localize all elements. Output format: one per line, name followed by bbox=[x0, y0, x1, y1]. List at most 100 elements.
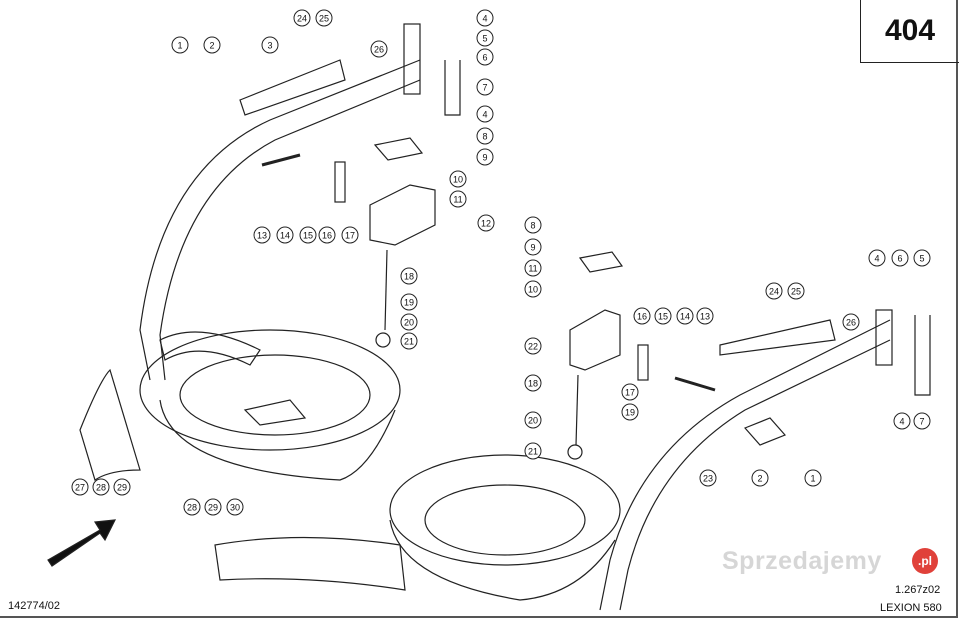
left-cover-30 bbox=[214, 536, 406, 591]
callout-circle bbox=[765, 282, 783, 300]
right-lever-13 bbox=[674, 376, 716, 392]
callout-circle bbox=[400, 313, 418, 331]
callout-number: 4 bbox=[482, 14, 487, 24]
callout-number: 24 bbox=[297, 14, 307, 24]
callout-number: 11 bbox=[528, 264, 537, 274]
left-frame-tube-inner bbox=[159, 79, 421, 381]
model-label: LEXION 580 bbox=[880, 602, 942, 614]
callout-number: 9 bbox=[482, 153, 487, 163]
callout-number: 19 bbox=[404, 298, 414, 308]
callout-number: 11 bbox=[453, 195, 462, 205]
callout-number: 7 bbox=[919, 417, 924, 427]
left-center-plate bbox=[243, 399, 307, 426]
callout-number: 29 bbox=[208, 503, 218, 513]
left-upright-post bbox=[403, 23, 421, 95]
callout-number: 12 bbox=[481, 219, 491, 229]
callout-circle bbox=[171, 36, 189, 54]
right-bowl-outer bbox=[389, 454, 621, 566]
drawing-number-left: 142774/02 bbox=[8, 600, 60, 612]
right-ball bbox=[567, 444, 583, 460]
callout-number: 15 bbox=[658, 312, 668, 322]
left-tube-7 bbox=[444, 60, 461, 116]
callout-number: 16 bbox=[637, 312, 647, 322]
callout-number: 7 bbox=[482, 83, 487, 93]
callout-circle bbox=[253, 226, 271, 244]
callout-circle bbox=[913, 249, 931, 267]
callout-circle bbox=[204, 498, 222, 516]
left-frame-tube bbox=[139, 59, 421, 381]
callout-circle bbox=[92, 478, 110, 496]
right-plate-16 bbox=[637, 344, 649, 381]
callout-number: 14 bbox=[280, 231, 290, 241]
callout-number: 4 bbox=[899, 417, 904, 427]
callout-circle bbox=[276, 226, 294, 244]
left-plate-16 bbox=[334, 161, 346, 203]
callout-number: 26 bbox=[374, 45, 384, 55]
callout-circle bbox=[842, 313, 860, 331]
callout-number: 18 bbox=[404, 272, 414, 282]
callout-circle bbox=[476, 105, 494, 123]
callout-circle bbox=[476, 48, 494, 66]
callout-circle bbox=[400, 332, 418, 350]
callout-number: 8 bbox=[482, 132, 487, 142]
right-frame-tube bbox=[599, 319, 891, 611]
callout-circle bbox=[261, 36, 279, 54]
callout-circle bbox=[893, 412, 911, 430]
callout-circle bbox=[203, 36, 221, 54]
callout-circle bbox=[476, 127, 494, 145]
left-bracket bbox=[369, 184, 436, 246]
callout-circle bbox=[524, 337, 542, 355]
callout-number: 1 bbox=[810, 474, 815, 484]
left-strut bbox=[239, 59, 346, 116]
callout-circle bbox=[476, 148, 494, 166]
callout-number: 18 bbox=[528, 379, 538, 389]
callout-number: 30 bbox=[230, 503, 240, 513]
right-bracket bbox=[569, 309, 621, 371]
callout-circle bbox=[113, 478, 131, 496]
right-bracket-2 bbox=[743, 417, 787, 446]
callout-circle bbox=[654, 307, 672, 325]
right-spring-rod bbox=[575, 374, 579, 446]
callout-circle bbox=[400, 267, 418, 285]
callout-number: 13 bbox=[257, 231, 267, 241]
callout-number: 10 bbox=[453, 175, 463, 185]
callout-number: 27 bbox=[75, 483, 85, 493]
callout-number: 21 bbox=[528, 447, 538, 457]
left-bowl-skirt bbox=[159, 399, 396, 481]
callout-circle bbox=[621, 403, 639, 421]
callout-number: 10 bbox=[528, 285, 538, 295]
callout-circle bbox=[891, 249, 909, 267]
callout-number: 1 bbox=[177, 41, 182, 51]
callout-number: 17 bbox=[625, 388, 635, 398]
left-bowl-inner bbox=[179, 354, 371, 436]
right-bowl-inner bbox=[424, 484, 586, 556]
callout-circle bbox=[633, 307, 651, 325]
watermark-text: Sprzedajemy bbox=[722, 547, 882, 575]
callout-number: 28 bbox=[187, 503, 197, 513]
callout-number: 5 bbox=[482, 34, 487, 44]
callout-circle bbox=[621, 383, 639, 401]
callout-circle bbox=[524, 442, 542, 460]
callout-number: 16 bbox=[322, 231, 332, 241]
callout-number: 25 bbox=[319, 14, 329, 24]
right-frame-tube-inner bbox=[619, 339, 891, 611]
callout-circle bbox=[226, 498, 244, 516]
callout-circle bbox=[476, 29, 494, 47]
right-strut bbox=[719, 319, 836, 356]
callout-circle bbox=[318, 226, 336, 244]
callout-number: 8 bbox=[530, 221, 535, 231]
callout-circle bbox=[476, 9, 494, 27]
callout-number: 20 bbox=[404, 318, 414, 328]
callout-number: 23 bbox=[703, 474, 713, 484]
right-tube-7 bbox=[914, 315, 931, 396]
callout-circle bbox=[477, 214, 495, 232]
callout-number: 9 bbox=[530, 243, 535, 253]
callout-number: 20 bbox=[528, 416, 538, 426]
callout-circle bbox=[293, 9, 311, 27]
callout-circle bbox=[449, 170, 467, 188]
callout-circle bbox=[524, 280, 542, 298]
callout-circle bbox=[315, 9, 333, 27]
callout-circle bbox=[341, 226, 359, 244]
callout-circle bbox=[299, 226, 317, 244]
callout-circle bbox=[524, 238, 542, 256]
